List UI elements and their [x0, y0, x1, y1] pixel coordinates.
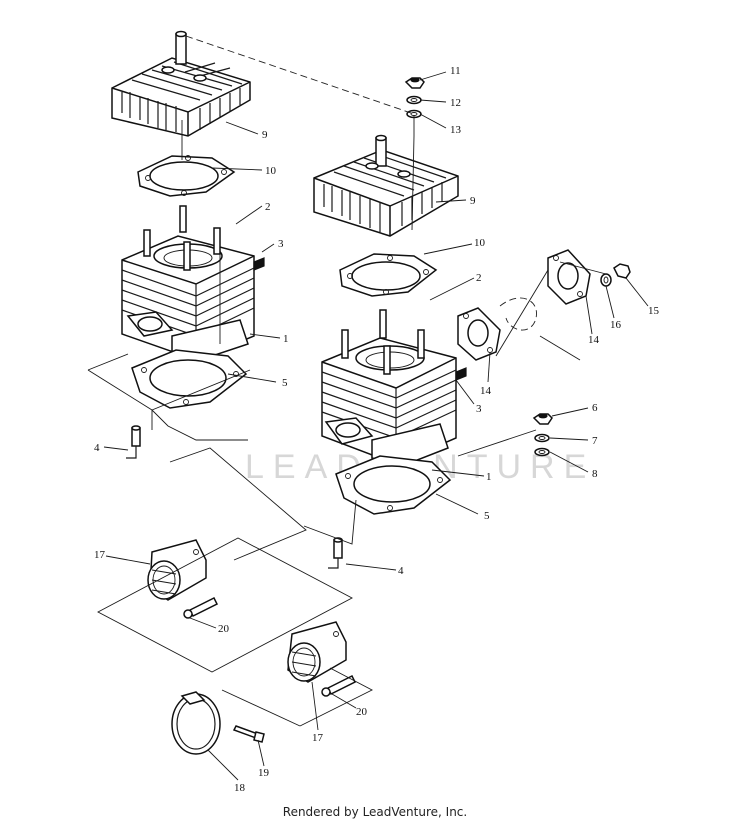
- callout-4-right: 4: [398, 565, 404, 577]
- washer-16: [600, 273, 612, 287]
- assembly-lines: [87, 35, 607, 727]
- callout-20-left: 20: [218, 623, 230, 635]
- callout-5-right: 5: [484, 510, 490, 522]
- callout-20-right: 20: [356, 706, 368, 718]
- callout-14-left: 14: [480, 385, 492, 397]
- callout-12: 12: [450, 97, 461, 109]
- head-gasket-left: [137, 155, 236, 197]
- callout-4-left: 4: [94, 442, 100, 454]
- callout-9-left: 9: [262, 129, 268, 141]
- screw-19: [232, 725, 265, 743]
- cylinder-left: [121, 205, 265, 361]
- bolt-20-left: [183, 596, 219, 619]
- nut-6: [532, 413, 553, 425]
- callout-2-left: 2: [265, 201, 271, 213]
- callout-3-left: 3: [278, 238, 284, 250]
- callout-17-left: 17: [94, 549, 106, 561]
- cylinder-right: [321, 309, 467, 467]
- callout-1-left: 1: [283, 333, 289, 345]
- callout-19: 19: [258, 767, 270, 779]
- cylinder-head-right: [313, 134, 459, 237]
- hose-clamp: [171, 691, 221, 755]
- callout-14-right: 14: [588, 334, 600, 346]
- callout-5-left: 5: [282, 377, 288, 389]
- callout-10-left: 10: [265, 165, 277, 177]
- callout-11: 11: [450, 65, 461, 77]
- callout-10-right: 10: [474, 237, 486, 249]
- callout-16: 16: [610, 319, 622, 331]
- render-credit: Rendered by LeadVenture, Inc.: [282, 805, 468, 819]
- callout-18: 18: [234, 782, 246, 794]
- callout-17-right: 17: [312, 732, 324, 744]
- washer-8: [534, 447, 550, 457]
- callout-2-right: 2: [476, 272, 482, 284]
- callout-13: 13: [450, 124, 462, 136]
- washer-12: [406, 95, 422, 105]
- intake-flange-right: [287, 621, 347, 683]
- exhaust-gasket-near: [457, 307, 501, 361]
- leader-lines: [103, 71, 649, 781]
- callout-6: 6: [592, 402, 598, 414]
- base-gasket-right: [335, 455, 452, 515]
- nut-11: [404, 77, 425, 89]
- callout-labels: 1 1 2 2 3 3 4 4 5 5 6 7 8 9 9 10 10 11 1…: [94, 65, 660, 794]
- base-gasket-left: [131, 349, 248, 409]
- nut-15: [613, 263, 631, 279]
- exhaust-gasket-far: [547, 249, 591, 305]
- fitting-right: [328, 537, 343, 569]
- callout-7: 7: [592, 435, 598, 447]
- fitting-left: [126, 425, 141, 459]
- bolt-20-right: [321, 674, 357, 697]
- callout-15: 15: [648, 305, 660, 317]
- hidden-port-outline: [499, 297, 537, 331]
- cylinder-head-left: [111, 30, 251, 137]
- washer-7: [534, 433, 550, 443]
- callout-8: 8: [592, 468, 598, 480]
- callout-3-right: 3: [476, 403, 482, 415]
- callout-9-right: 9: [470, 195, 476, 207]
- callout-1-right: 1: [486, 471, 492, 483]
- head-gasket-right: [339, 253, 438, 297]
